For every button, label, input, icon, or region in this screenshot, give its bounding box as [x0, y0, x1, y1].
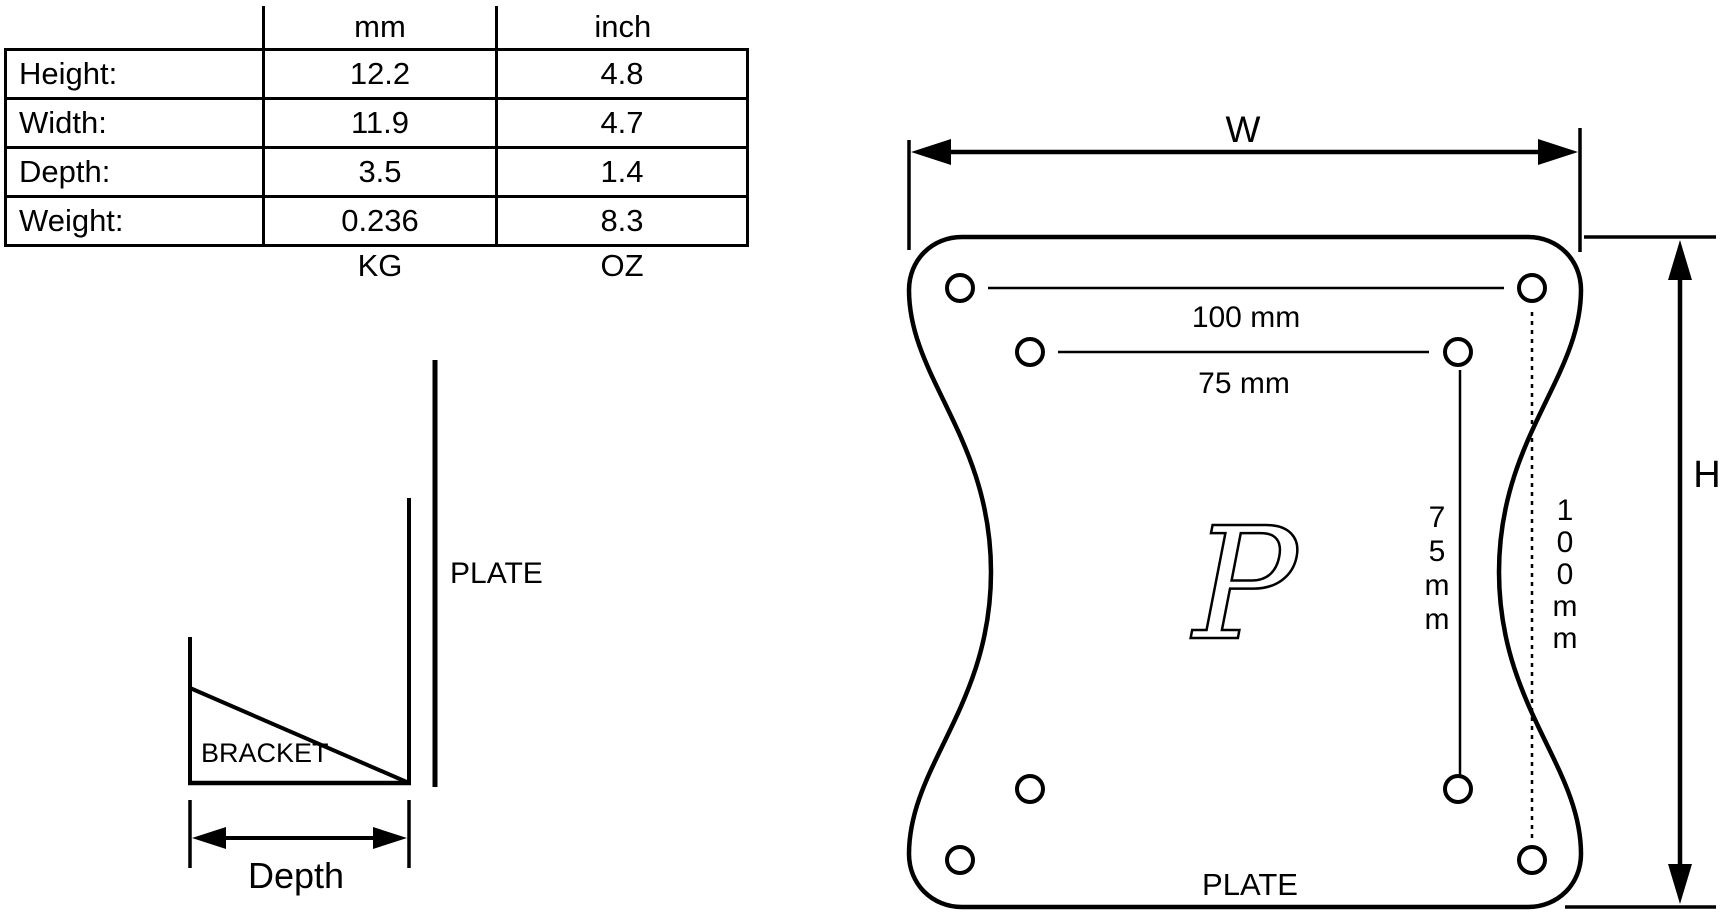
hole-75-bottom-right [1443, 774, 1473, 804]
height-mm-value: 12.2 [262, 48, 498, 100]
w-arrowhead-left [911, 139, 951, 165]
dim-75mm-vertical-label: 7 5 m m [1425, 501, 1450, 636]
weight-mm-value: 0.236 [262, 195, 498, 247]
hole-75-bottom-left [1015, 774, 1045, 804]
w-label: W [1226, 109, 1261, 150]
spec-table: mm inch Height: 12.2 4.8 Width: 11.9 4.7… [4, 6, 749, 285]
v75-char: m [1425, 603, 1450, 636]
header-mm: mm [262, 6, 497, 50]
width-inch-value: 4.7 [495, 97, 749, 149]
row-label-width: Width: [4, 97, 265, 149]
width-mm-value: 11.9 [262, 97, 498, 149]
row-label-height: Height: [4, 48, 265, 100]
v100-char: m [1553, 622, 1578, 655]
w-arrowhead-right [1538, 139, 1578, 165]
table-row: Width: 11.9 4.7 [4, 97, 749, 149]
header-inch: inch [495, 6, 748, 50]
h-arrowhead-top [1668, 240, 1692, 280]
table-row: Weight: 0.236 8.3 [4, 195, 749, 247]
v75-char: 5 [1429, 535, 1446, 568]
row-label-weight: Weight: [4, 195, 265, 247]
plate-outline [906, 234, 1584, 910]
h-label: H [1693, 454, 1720, 496]
spec-table-units: KG OZ [6, 246, 748, 286]
side-plate-label: PLATE [450, 557, 543, 590]
v100-char: 0 [1557, 558, 1574, 591]
dim-75mm-label: 75 mm [1198, 367, 1290, 400]
v75-char: 7 [1429, 501, 1446, 534]
spec-table-header: mm inch [6, 6, 748, 50]
v100-char: 1 [1557, 494, 1574, 527]
brand-p-logo: P [1190, 494, 1300, 675]
depth-label: Depth [248, 855, 344, 896]
depth-arrowhead-right [373, 827, 407, 849]
hole-100-top-right [1517, 273, 1547, 303]
side-bracket-diagonal [189, 686, 410, 785]
hole-100-top-left [945, 273, 975, 303]
unit-kg: KG [357, 248, 403, 283]
table-row: Height: 12.2 4.8 [4, 48, 749, 100]
side-bracket-label: BRACKET [201, 738, 329, 768]
height-inch-value: 4.8 [495, 48, 749, 100]
hole-75-top-right [1443, 337, 1473, 367]
depth-arrowhead-left [192, 827, 226, 849]
v100-char: 0 [1557, 526, 1574, 559]
dim-100mm-vertical-label: 1 0 0 m m [1553, 494, 1578, 655]
dim-100mm-label: 100 mm [1192, 301, 1300, 334]
hole-75-top-left [1015, 337, 1045, 367]
v100-char: m [1553, 590, 1578, 623]
depth-inch-value: 1.4 [495, 146, 749, 198]
hole-100-bottom-left [945, 845, 975, 875]
front-plate-label: PLATE [1202, 867, 1298, 902]
row-label-depth: Depth: [4, 146, 265, 198]
depth-mm-value: 3.5 [262, 146, 498, 198]
h-arrowhead-bottom [1668, 864, 1692, 904]
hole-100-bottom-right [1517, 845, 1547, 875]
table-row: Depth: 3.5 1.4 [4, 146, 749, 198]
v75-char: m [1425, 569, 1450, 602]
weight-inch-value: 8.3 [495, 195, 749, 247]
unit-oz: OZ [600, 248, 644, 283]
